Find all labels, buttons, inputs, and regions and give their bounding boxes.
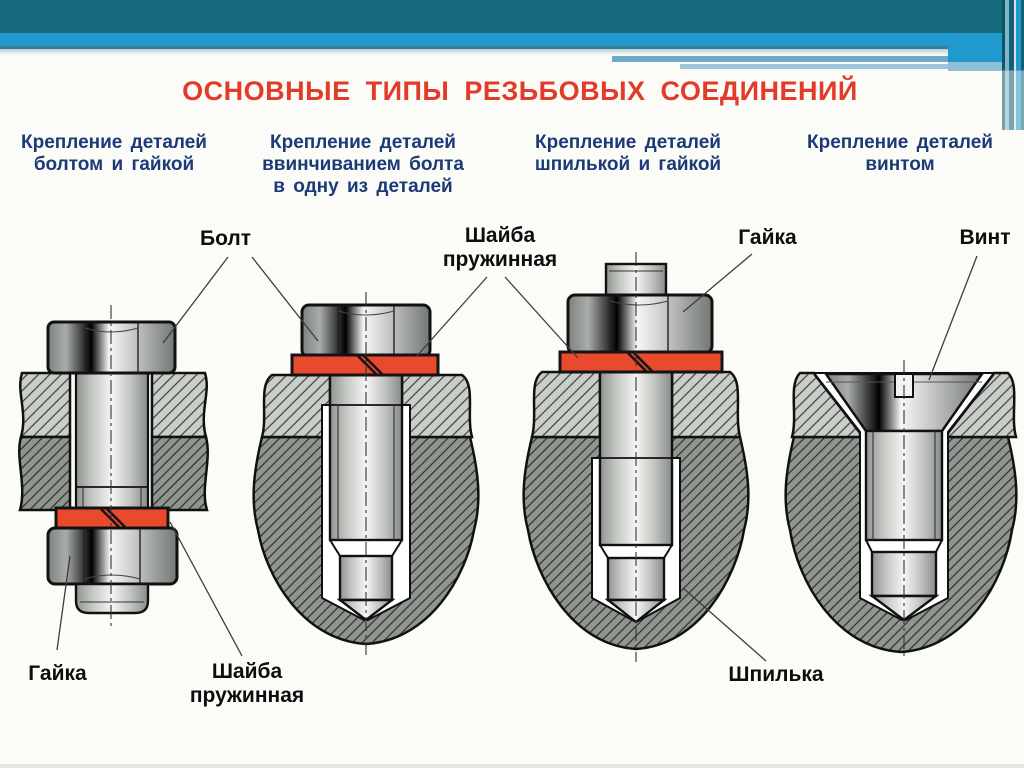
banner-vertical-lines-fade [1002, 70, 1024, 130]
label-spring-washer-bottom: Шайба пружинная [189, 660, 305, 707]
heading-line: Крепление деталей [535, 132, 721, 153]
heading-line: в одну из деталей [273, 176, 453, 197]
diagram-screw [784, 360, 1018, 660]
slide-title: ОСНОВНЫЕ ТИПЫ РЕЗЬБОВЫХ СОЕДИНЕНИЙ [182, 76, 858, 106]
banner-step-bar [612, 56, 948, 62]
banner-step-bar-light [680, 64, 1024, 69]
column-heading-bolt-in-part: Крепление деталей ввинчиванием болта в о… [237, 132, 489, 198]
column-heading-bolt-nut: Крепление деталей болтом и гайкой [0, 132, 228, 176]
banner-fade [0, 49, 1024, 55]
heading-line: ввинчиванием болта [262, 154, 464, 175]
banner-right-block-light [948, 62, 1024, 71]
column-heading-stud-nut: Крепление деталей шпилькой и гайкой [505, 132, 751, 176]
banner-dark-band [0, 0, 1024, 33]
slide-bottom-edge [0, 764, 1024, 768]
diagram-bolt-nut [18, 305, 209, 630]
label-bolt: Болт [199, 227, 252, 250]
heading-line: Крепление деталей [270, 132, 456, 153]
label-spring-washer-top: Шайба пружинная [442, 224, 558, 271]
diagram-stud-nut [522, 252, 750, 662]
heading-line: шпилькой и гайкой [534, 154, 722, 175]
heading-line: болтом и гайкой [33, 154, 195, 175]
banner-teal-line [0, 46, 1024, 49]
label-stud: Шпилька [728, 663, 824, 686]
diagram-bolt-in-part [252, 292, 480, 655]
label-nut-bottom: Гайка [28, 662, 87, 685]
callout-lines [56, 253, 978, 662]
banner-blue-band [0, 33, 1024, 46]
heading-line: Крепление деталей [21, 132, 207, 153]
heading-line: винтом [865, 154, 935, 175]
column-heading-screw: Крепление деталей винтом [782, 132, 1018, 176]
label-nut-top: Гайка [738, 226, 797, 249]
label-screw: Винт [959, 226, 1011, 249]
banner-vertical-lines [1002, 0, 1024, 70]
heading-line: Крепление деталей [807, 132, 993, 153]
